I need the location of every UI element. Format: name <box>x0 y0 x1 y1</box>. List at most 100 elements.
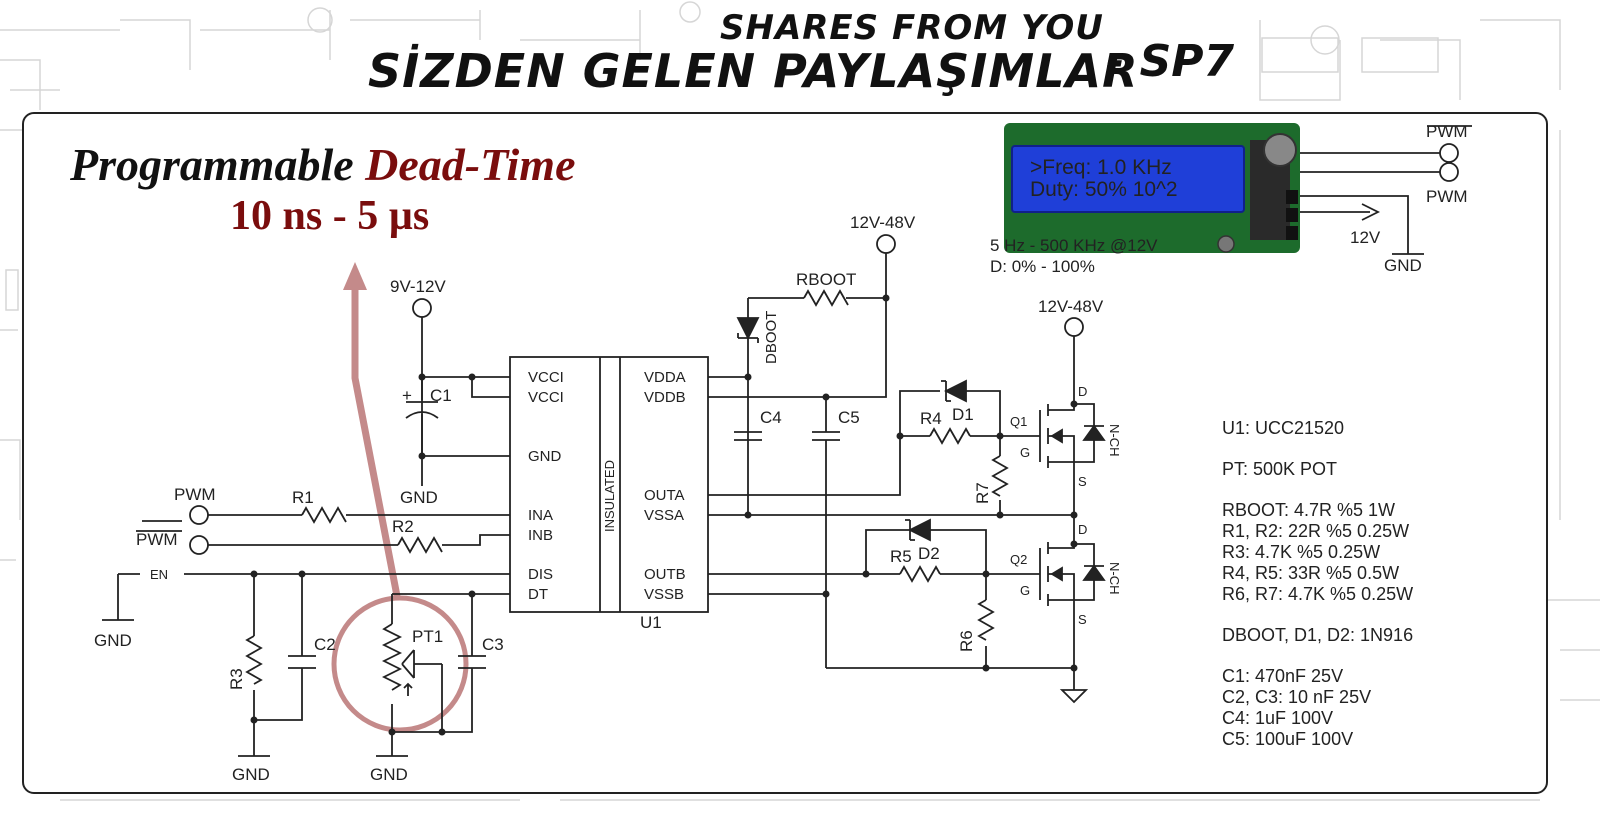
label-d1: D1 <box>952 405 974 424</box>
label-r2: R2 <box>392 517 414 536</box>
ic-pin-dis: DIS <box>528 566 553 583</box>
ic-pin-gnd: GND <box>528 448 562 465</box>
resistor-r5 <box>899 565 941 583</box>
ic-pin-vssa: VSSA <box>644 507 684 524</box>
ic-barrier-label: INSULATED <box>602 460 617 532</box>
label-gnd-c1: GND <box>400 488 438 507</box>
ic-ref-label: U1 <box>640 613 662 632</box>
label-gnd-en: GND <box>94 631 132 650</box>
ic-pin-vcci-1: VCCI <box>528 369 564 386</box>
bom-r3: R3: 4.7K %5 0.25W <box>1222 542 1381 562</box>
bom-u1: U1: UCC21520 <box>1222 418 1345 438</box>
bom-r6r7: R6, R7: 4.7K %5 0.25W <box>1222 584 1414 604</box>
pwm-output-terminal <box>1439 162 1459 182</box>
bom-c1: C1: 470nF 25V <box>1222 666 1344 686</box>
label-q2-drain: D <box>1078 522 1087 537</box>
title-english: SHARES FROM YOU <box>720 8 1104 48</box>
annotation-arrowhead <box>343 262 367 290</box>
label-pt1: PT1 <box>412 627 443 646</box>
label-en: EN <box>150 567 168 582</box>
bom-r4r5: R4, R5: 33R %5 0.5W <box>1222 563 1400 583</box>
headline-highlight: Dead-Time <box>365 139 576 190</box>
label-rboot: RBOOT <box>796 270 856 289</box>
lcd-line-1: >Freq: 1.0 KHz <box>1030 156 1172 179</box>
label-c4: C4 <box>760 408 782 427</box>
ic-u1-body <box>509 356 709 613</box>
label-q2-gate: G <box>1020 583 1030 598</box>
connector-pwm: PWM <box>1426 187 1468 206</box>
label-c1: C1 <box>430 386 452 405</box>
bom-c5: C5: 100uF 100V <box>1222 729 1354 749</box>
label-gnd-pt1: GND <box>370 765 408 784</box>
label-dboot: DBOOT <box>763 311 780 364</box>
supply-terminal-boot <box>876 234 896 254</box>
capacitor-c4 <box>734 431 762 441</box>
supply-terminal-bus <box>1064 317 1084 337</box>
label-c3: C3 <box>482 635 504 654</box>
label-c2: C2 <box>314 635 336 654</box>
bom-rboot: RBOOT: 4.7R %5 1W <box>1222 500 1396 520</box>
label-r1: R1 <box>292 488 314 507</box>
headline-prefix: Programmable <box>70 139 354 190</box>
ic-pin-vddb: VDDB <box>644 389 686 406</box>
ic-pin-vcci-2: VCCI <box>528 389 564 406</box>
resistor-r2 <box>397 536 443 554</box>
label-q2: Q2 <box>1010 552 1027 567</box>
label-q1-source: S <box>1078 474 1087 489</box>
label-pwm-bar-in: PWM <box>136 530 178 549</box>
capacitor-c5 <box>812 431 840 441</box>
ic-pin-vssb: VSSB <box>644 586 684 603</box>
resistor-r3 <box>245 635 263 685</box>
headline: Programmable Dead-Time <box>70 138 670 191</box>
supply-terminal-driver <box>412 298 432 318</box>
resistor-r6 <box>977 599 995 641</box>
label-q2-nch: N-CH <box>1107 562 1122 595</box>
label-r3: R3 <box>227 668 246 690</box>
label-q1-gate: G <box>1020 445 1030 460</box>
supply-label-driver: 9V-12V <box>390 277 446 296</box>
dead-time-range: 10 ns - 5 µs <box>230 193 430 239</box>
ic-pin-vdda: VDDA <box>644 369 686 386</box>
label-r6: R6 <box>957 630 976 652</box>
bom-r1r2: R1, R2: 22R %5 0.25W <box>1222 521 1410 541</box>
spec-duty: D: 0% - 100% <box>990 257 1095 276</box>
label-q1-nch: N-CH <box>1107 424 1122 457</box>
lcd-module: >Freq: 1.0 KHz Duty: 50% 10^2 <box>1004 123 1300 253</box>
bill-of-materials: U1: UCC21520 PT: 500K POT RBOOT: 4.7R %5… <box>1222 418 1522 750</box>
resistor-r7 <box>991 455 1009 497</box>
ic-pin-ina: INA <box>528 507 553 524</box>
bom-pt: PT: 500K POT <box>1222 459 1338 479</box>
annotation-ring <box>331 595 469 733</box>
title-turkish: SİZDEN GELEN PAYLAŞIMLAR <box>368 44 1139 98</box>
label-r5: R5 <box>890 547 912 566</box>
label-r7: R7 <box>973 482 992 504</box>
lcd-line-2: Duty: 50% 10^2 <box>1030 178 1178 201</box>
label-r4: R4 <box>920 409 942 428</box>
series-code: - SP7 <box>1106 36 1235 87</box>
label-q1: Q1 <box>1010 414 1027 429</box>
connector-gnd: GND <box>1384 256 1422 275</box>
potentiometer-pt1 <box>381 623 403 691</box>
label-pwm-in: PWM <box>174 485 216 504</box>
pwm-bar-input-terminal <box>189 535 209 555</box>
ic-pin-outb: OUTB <box>644 566 686 583</box>
resistor-rboot <box>803 289 849 307</box>
diode-d2 <box>907 518 931 542</box>
spec-frequency: 5 Hz - 500 KHz @12V <box>990 236 1158 255</box>
ic-pin-dt: DT <box>528 586 548 603</box>
label-gnd-r3: GND <box>232 765 270 784</box>
label-c5: C5 <box>838 408 860 427</box>
label-c1-plus: + <box>402 386 412 405</box>
toggle-switch-icon <box>1217 235 1235 253</box>
resistor-r4 <box>929 427 971 445</box>
label-d2: D2 <box>918 544 940 563</box>
supply-label-boot: 12V-48V <box>850 213 916 232</box>
pwm-input-terminal <box>189 505 209 525</box>
encoder-knob-icon <box>1263 133 1297 167</box>
bom-c2c3: C2, C3: 10 nF 25V <box>1222 687 1372 707</box>
body-diode-q1 <box>1082 424 1106 441</box>
body-diode-q2 <box>1082 564 1106 581</box>
diode-d1 <box>943 379 967 403</box>
